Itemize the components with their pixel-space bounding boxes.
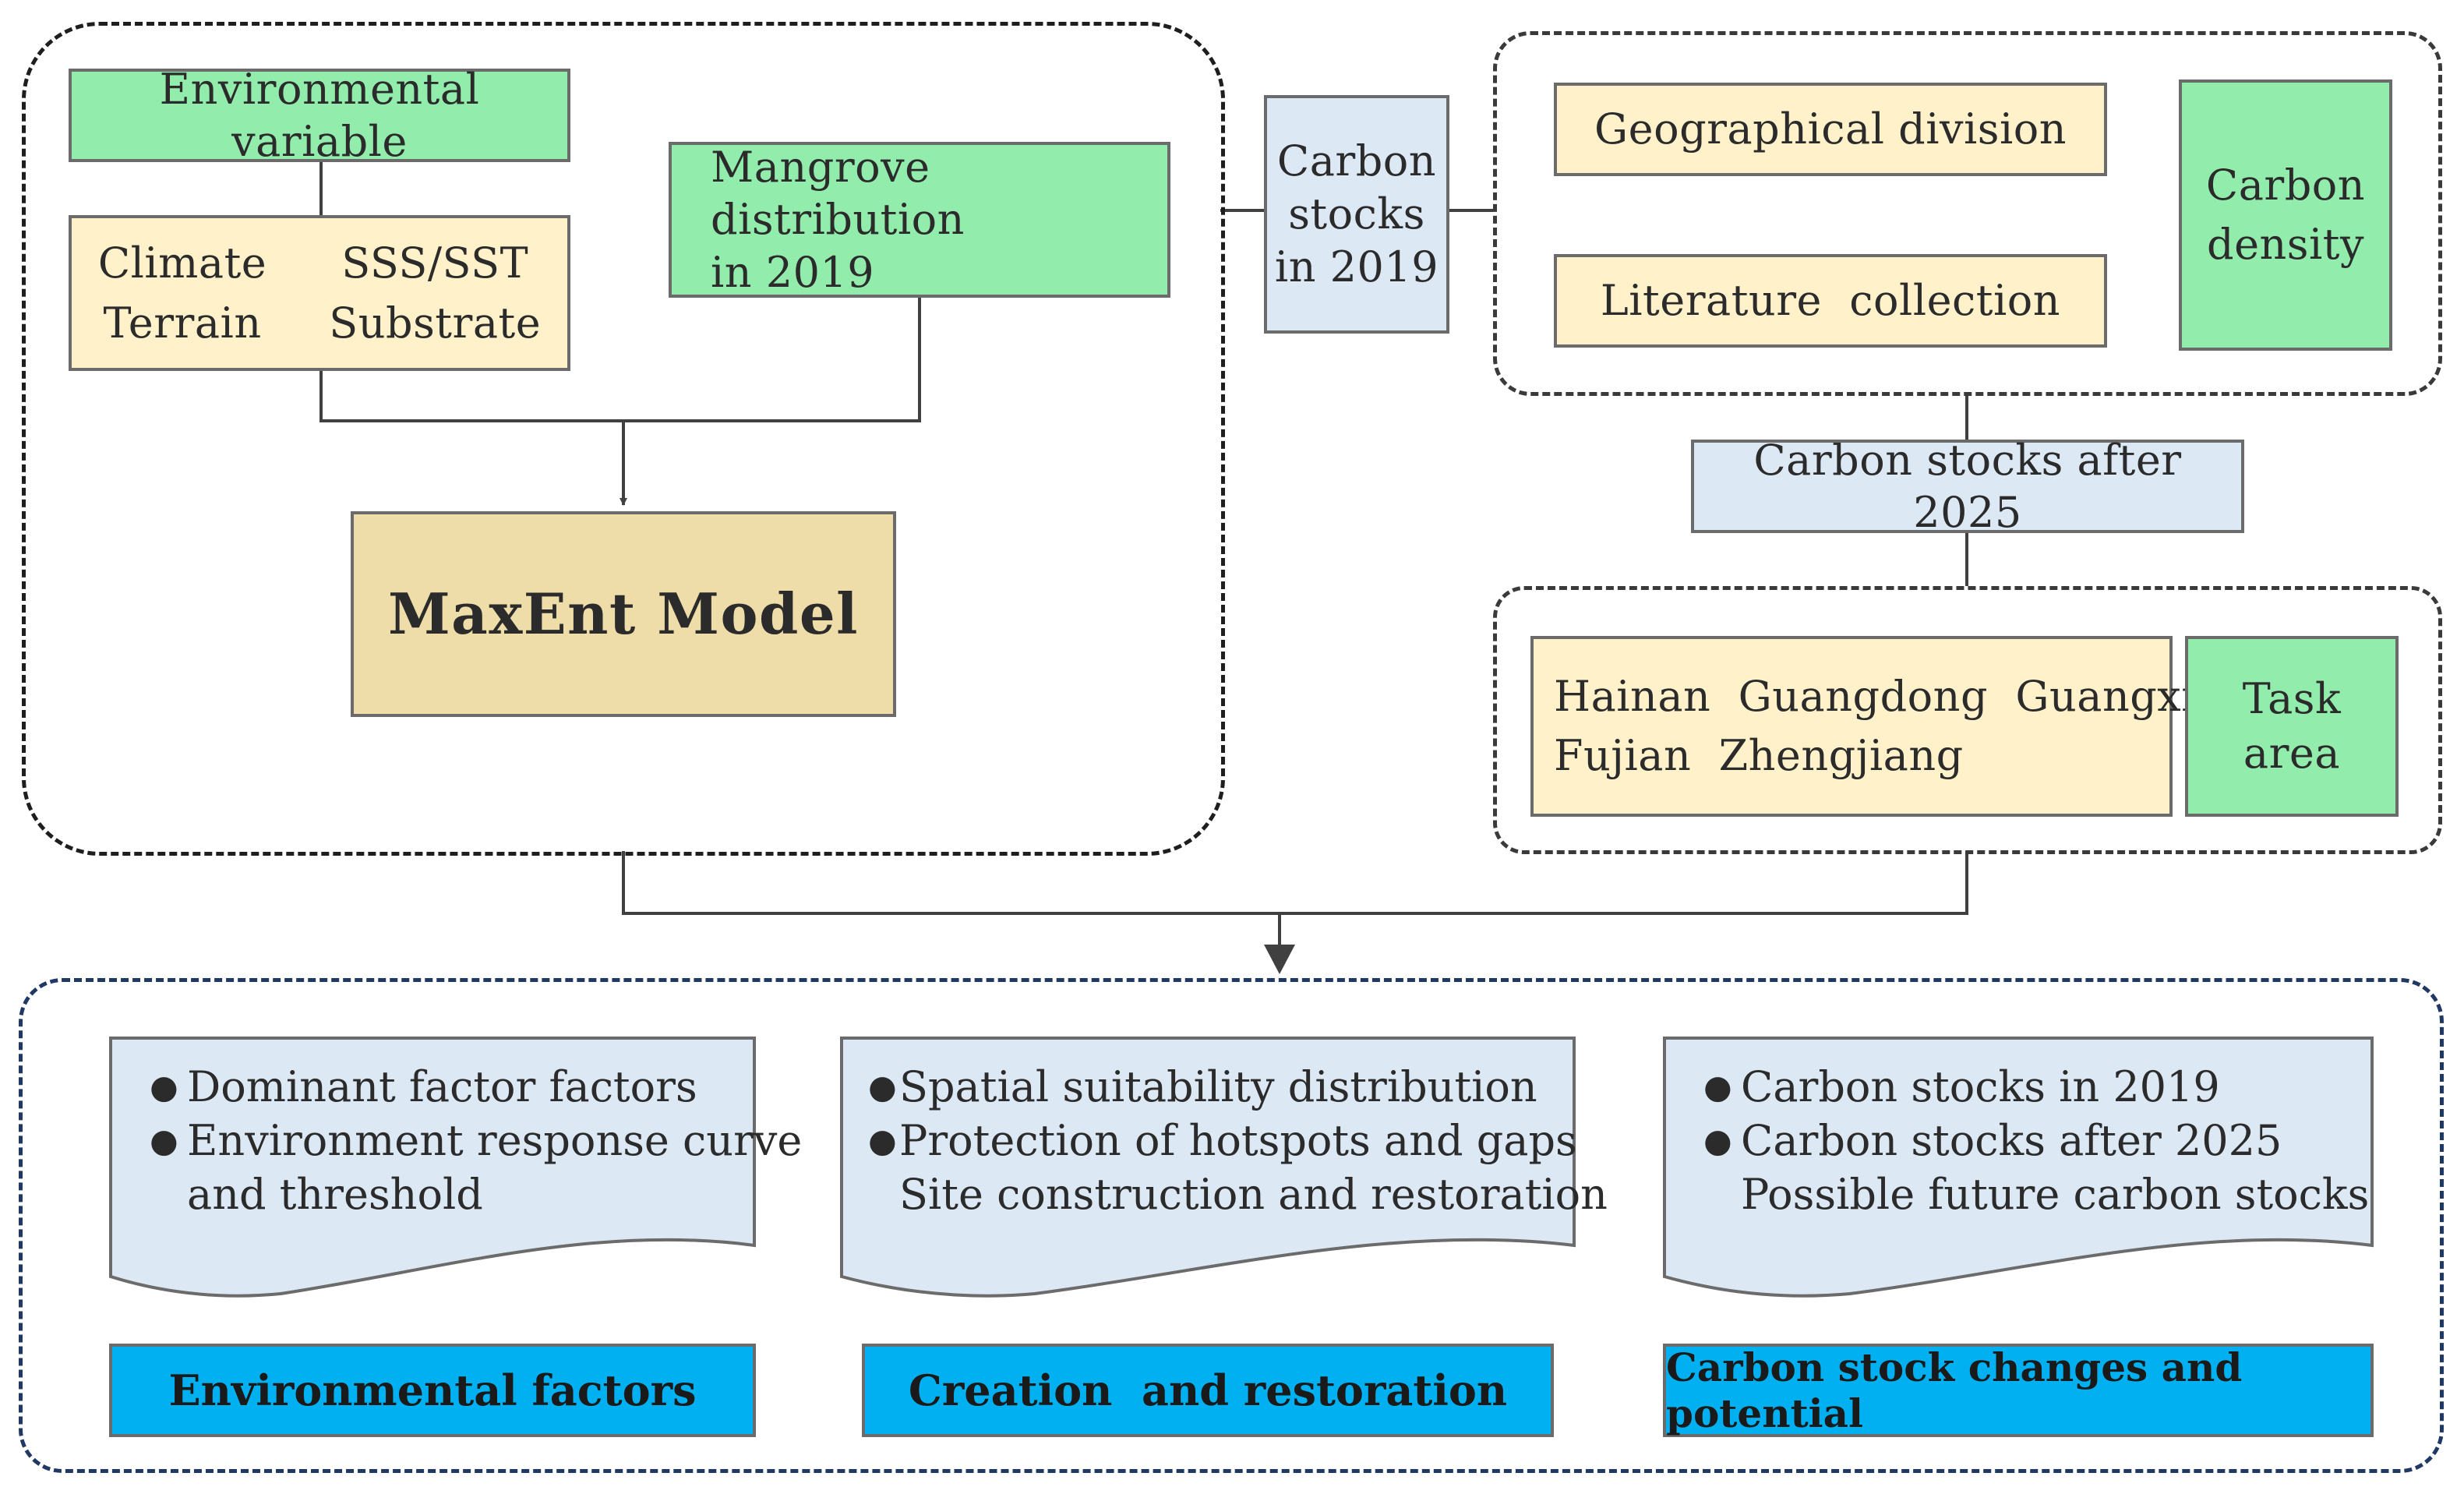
document-shape-environmental	[109, 1037, 756, 1298]
panels-merge-connector	[622, 851, 1968, 915]
environmental-factors-label: Environmental factors	[109, 1344, 756, 1437]
carbon-density-line-2: density	[2207, 220, 2364, 269]
bullet-icon: ●	[1703, 1121, 1732, 1160]
task-area-panel-frame	[1493, 586, 2442, 854]
result-line: ●Carbon stocks after 2025	[1703, 1114, 2369, 1167]
bullet-icon: ●	[150, 1121, 178, 1160]
result-line-text: Carbon stocks after 2025	[1741, 1116, 2282, 1165]
environmental-variable-label: Environmental variable	[159, 64, 480, 167]
result-line: ●Protection of hotspots and gaps	[868, 1114, 1608, 1167]
task-area-line-1: Task	[2242, 674, 2342, 723]
carbon-stocks-2019-line-2: stocks	[1288, 189, 1425, 238]
maxent-model-box: MaxEnt Model	[351, 511, 896, 717]
result-line: ●Dominant factor factors	[150, 1060, 802, 1114]
carbon-stocks-2019-line-1: Carbon	[1276, 136, 1437, 185]
result-document-carbon: ●Carbon stocks in 2019 ●Carbon stocks af…	[1663, 1037, 2374, 1298]
literature-collection-label: Literature collection	[1600, 276, 2061, 326]
variable-sss-sst: SSS/SST	[341, 238, 529, 288]
geographical-division-label: Geographical division	[1594, 104, 2067, 154]
bullet-icon: ●	[1703, 1068, 1732, 1106]
result-line-text: Dominant factor factors	[187, 1062, 697, 1111]
creation-restoration-label: Creation and restoration	[862, 1344, 1554, 1437]
variable-terrain: Terrain	[103, 298, 262, 348]
result-line: ●Spatial suitability distribution	[868, 1060, 1608, 1114]
result-line: ●Environment response curve	[150, 1114, 802, 1167]
carbon-stocks-2019-line-3: in 2019	[1274, 242, 1439, 291]
geographical-division-box: Geographical division	[1554, 83, 2107, 176]
bullet-icon: ●	[868, 1068, 897, 1106]
creation-restoration-text: Creation and restoration	[908, 1365, 1508, 1415]
carbon-stocks-after-2025-box: Carbon stocks after 2025	[1691, 436, 2244, 537]
result-text-environmental: ●Dominant factor factors ●Environment re…	[150, 1060, 802, 1221]
provinces-line-2: Fujian Zhengjiang	[1554, 731, 1964, 780]
result-line-text: Possible future carbon stocks	[1741, 1170, 2370, 1219]
document-shape-carbon	[1663, 1037, 2374, 1298]
variable-climate: Climate	[97, 238, 267, 288]
variable-substrate: Substrate	[329, 298, 542, 348]
carbon-stocks-2019-box: Carbon stocks in 2019	[1264, 95, 1449, 334]
variables-box: Climate SSS/SST Terrain Substrate	[69, 215, 570, 371]
result-text-carbon: ●Carbon stocks in 2019 ●Carbon stocks af…	[1703, 1060, 2369, 1221]
result-line-text: and threshold	[187, 1170, 483, 1219]
document-shape-creation	[840, 1037, 1576, 1298]
result-document-environmental: ●Dominant factor factors ●Environment re…	[109, 1037, 802, 1298]
carbon-stocks-after-2025-label: Carbon stocks after 2025	[1753, 435, 2182, 538]
results-arrowhead	[1264, 945, 1295, 974]
provinces-box: Hainan Guangdong Guangxi Fujian Zhengjia…	[1530, 636, 2195, 817]
carbon-stock-changes-label: Carbon stock changes and potential	[1663, 1344, 2374, 1437]
environmental-variable-box: Environmental variable	[69, 65, 570, 166]
result-line-text: Environment response curve	[187, 1116, 803, 1165]
mangrove-distribution-line-2: in 2019	[711, 247, 875, 297]
maxent-model-label: MaxEnt Model	[387, 581, 860, 647]
literature-collection-box: Literature collection	[1554, 254, 2107, 348]
carbon-density-box: Carbon density	[2179, 79, 2392, 351]
mangrove-distribution-line-1: Mangrove distribution	[711, 142, 965, 245]
task-area-box: Task area	[2185, 636, 2399, 817]
mangrove-distribution-box: Mangrove distribution in 2019	[669, 142, 1170, 298]
result-line: ●Carbon stocks in 2019	[1703, 1060, 2369, 1114]
environmental-factors-text: Environmental factors	[168, 1365, 697, 1415]
bullet-icon: ●	[868, 1121, 897, 1160]
result-line-text: Carbon stocks in 2019	[1741, 1062, 2220, 1111]
results-panel-frame	[19, 978, 2444, 1473]
provinces-line-1: Hainan Guangdong Guangxi	[1554, 672, 2196, 721]
carbon-density-panel-frame	[1493, 31, 2442, 396]
result-document-creation: ●Spatial suitability distribution ●Prote…	[840, 1037, 1608, 1298]
task-area-line-2: area	[2243, 729, 2341, 778]
result-line-text: Spatial suitability distribution	[899, 1062, 1537, 1111]
carbon-density-line-1: Carbon	[2205, 161, 2366, 210]
result-line-text: Protection of hotspots and gaps	[899, 1116, 1577, 1165]
result-text-creation: ●Spatial suitability distribution ●Prote…	[868, 1060, 1608, 1221]
carbon-stock-changes-text: Carbon stock changes and potential	[1666, 1344, 2243, 1436]
bullet-icon: ●	[150, 1068, 178, 1106]
variables-list: Climate SSS/SST Terrain Substrate	[98, 237, 541, 350]
maxent-panel-frame	[22, 22, 1225, 856]
result-line-text: Site construction and restoration	[899, 1170, 1608, 1219]
variables-to-model-connector	[319, 296, 921, 422]
